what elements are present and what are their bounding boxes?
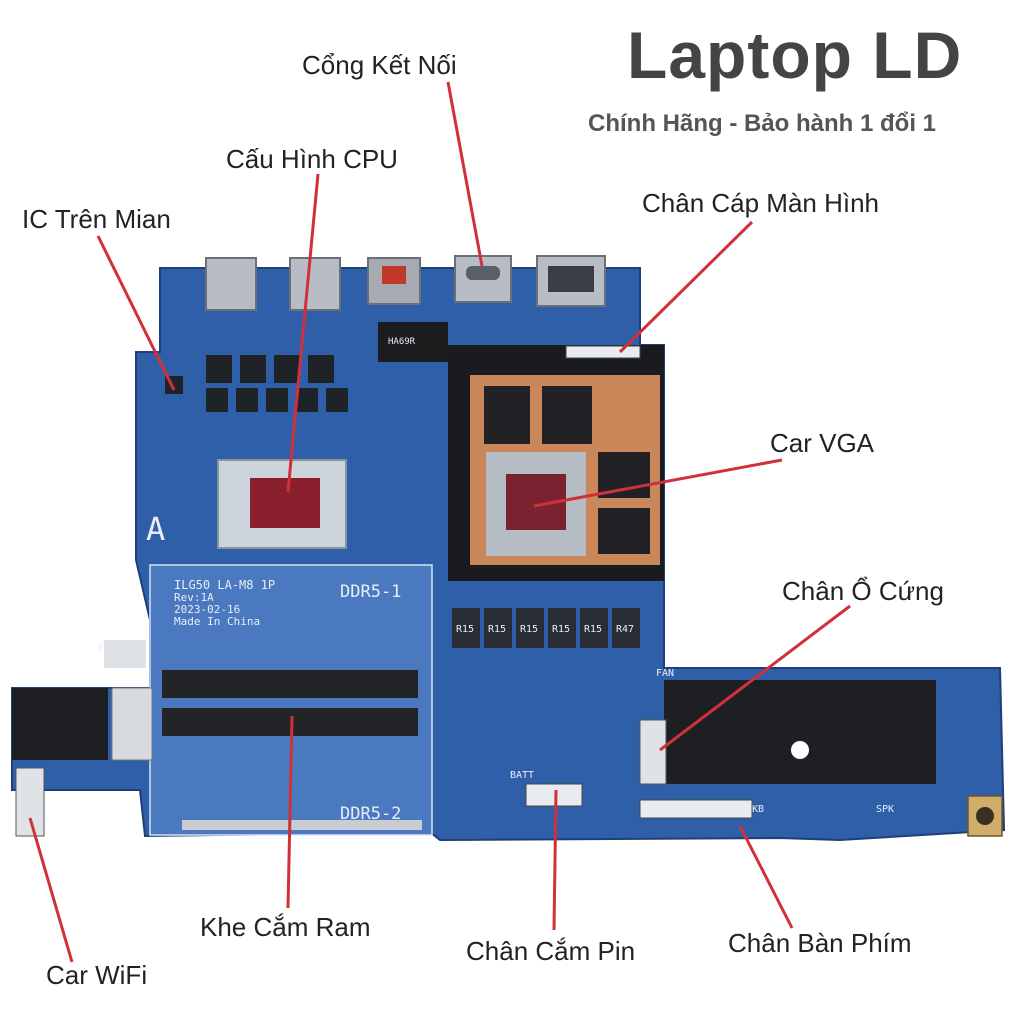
ssd-slot-area bbox=[664, 680, 936, 784]
cpu-die bbox=[250, 478, 320, 528]
label-display-cable: Chân Cáp Màn Hình bbox=[642, 188, 880, 218]
label-ram-slot: Khe Cắm Ram bbox=[200, 912, 371, 942]
ram-bottom-rail bbox=[182, 820, 422, 830]
svg-text:R15: R15 bbox=[488, 624, 506, 635]
wifi-slot-board bbox=[12, 688, 108, 760]
svg-text:Made In China: Made In China bbox=[174, 615, 260, 628]
svg-text:A: A bbox=[146, 510, 165, 548]
label-ssd: Chân Ổ Cứng bbox=[782, 576, 944, 606]
svg-text:SPK: SPK bbox=[876, 804, 894, 815]
ram-slot-1 bbox=[162, 670, 418, 698]
leader-lines bbox=[28, 81, 851, 963]
display-connector bbox=[565, 345, 641, 359]
label-ic-mian: IC Trên Mian bbox=[22, 204, 171, 234]
svg-text:DDR5-2: DDR5-2 bbox=[340, 804, 401, 824]
label-keyboard: Chân Bàn Phím bbox=[728, 928, 912, 958]
svg-text:ILG50 LA-M8 1P: ILG50 LA-M8 1P bbox=[174, 578, 275, 592]
svg-text:R15: R15 bbox=[584, 624, 602, 635]
svg-text:BATT: BATT bbox=[510, 770, 534, 781]
vrm-mosfets bbox=[165, 355, 348, 412]
label-cpu: Cấu Hình CPU bbox=[226, 144, 398, 174]
battery-connector bbox=[525, 783, 583, 807]
ec-chip bbox=[378, 322, 448, 362]
ssd-connector bbox=[639, 719, 667, 785]
ec-chip-label: HA69R bbox=[388, 337, 416, 347]
usb-port-1 bbox=[205, 257, 257, 311]
label-battery: Chân Cắm Pin bbox=[466, 936, 636, 966]
label-wifi: Car WiFi bbox=[46, 960, 148, 990]
svg-text:R47: R47 bbox=[616, 624, 634, 635]
svg-text:DDR5-1: DDR5-1 bbox=[340, 582, 401, 602]
board-silkscreen: ILG50 LA-M8 1P Rev:1A 2023-02-16 Made In… bbox=[98, 510, 894, 824]
svg-text:FAN: FAN bbox=[656, 668, 674, 679]
svg-text:2023-02-16: 2023-02-16 bbox=[174, 603, 240, 616]
svg-text:R15: R15 bbox=[552, 624, 570, 635]
label-connector-ports: Cổng Kết Nối bbox=[302, 50, 457, 80]
usb-port-2 bbox=[289, 257, 341, 311]
keyboard-connector bbox=[639, 799, 753, 819]
svg-text:KB: KB bbox=[752, 804, 764, 815]
svg-text:Rev:1A: Rev:1A bbox=[174, 591, 214, 604]
svg-text:R15: R15 bbox=[456, 624, 474, 635]
svg-text:R15: R15 bbox=[520, 624, 538, 635]
brand-subtitle: Chính Hãng - Bảo hành 1 đổi 1 bbox=[588, 110, 936, 137]
ram-slot-2 bbox=[162, 708, 418, 736]
brand-title: Laptop LD bbox=[627, 18, 963, 92]
wifi-connector bbox=[15, 767, 45, 837]
label-vga: Car VGA bbox=[770, 428, 875, 458]
gpu-inductors bbox=[452, 608, 640, 648]
